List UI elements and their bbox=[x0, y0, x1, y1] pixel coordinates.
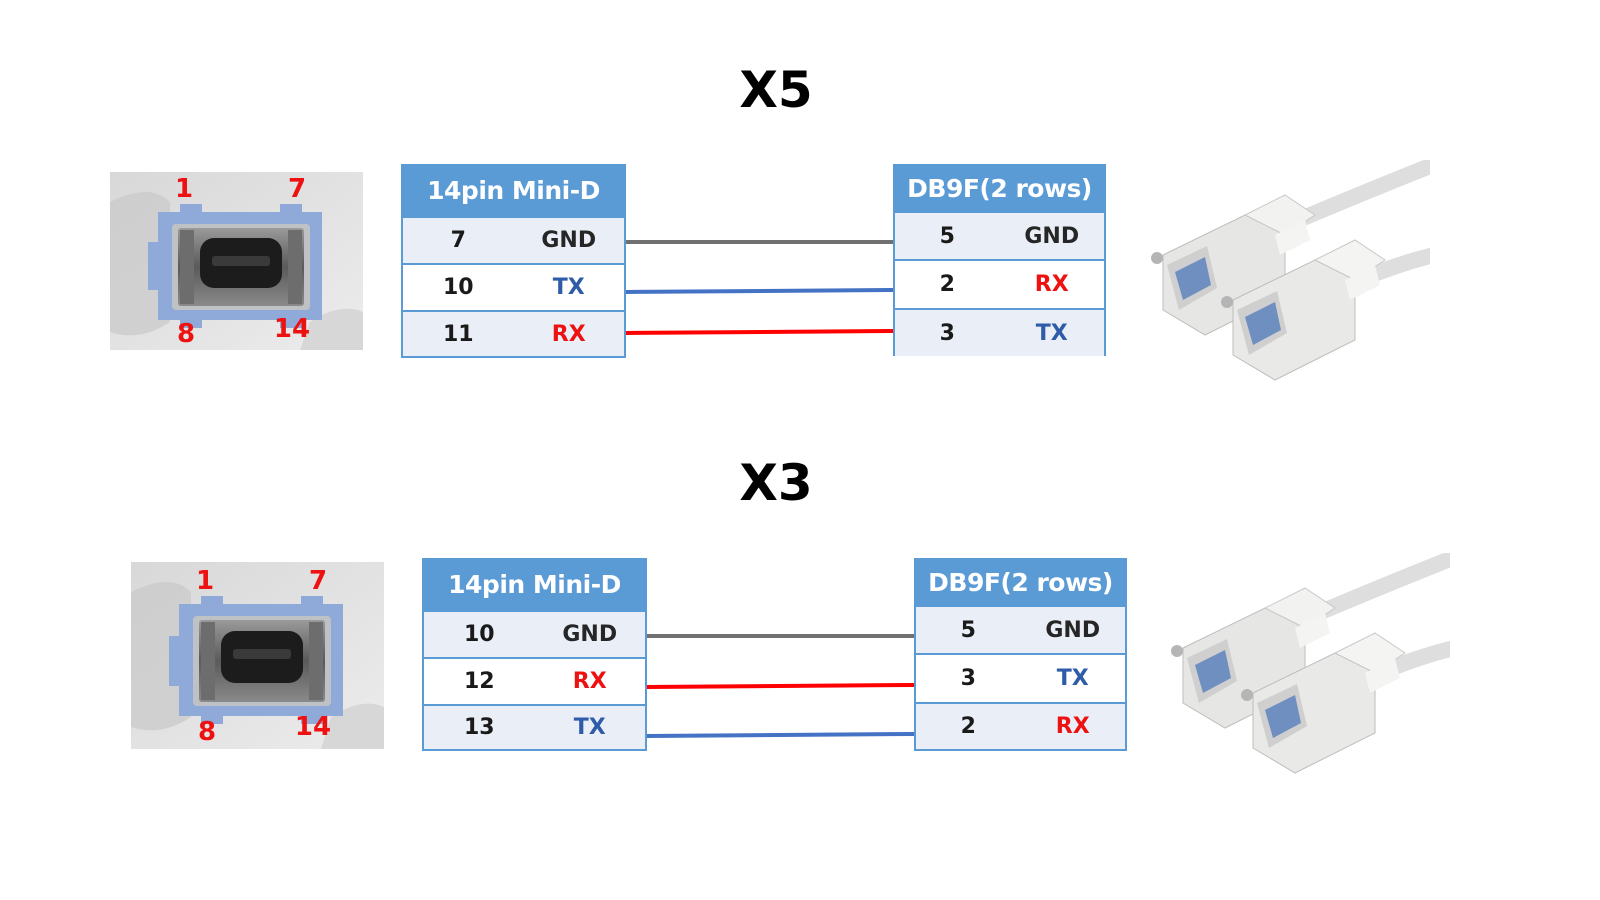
signal-name: RX bbox=[1034, 272, 1069, 297]
pin-number: 13 bbox=[463, 715, 495, 740]
pin-number: 10 bbox=[442, 275, 474, 300]
mini-d-connector-icon: 1 7 8 14 bbox=[131, 562, 384, 749]
signal-name: GND bbox=[541, 228, 597, 253]
pin-number: 5 bbox=[960, 617, 976, 643]
table-row: 2 RX bbox=[895, 259, 1104, 308]
signal-name: TX bbox=[1056, 666, 1089, 691]
signal-name: RX bbox=[551, 321, 586, 347]
table-row: 12 RX bbox=[424, 657, 645, 704]
pin-number: 3 bbox=[939, 320, 955, 346]
table-row: 5 GND bbox=[895, 211, 1104, 259]
table-header: 14pin Mini-D bbox=[424, 560, 645, 610]
pin-number: 2 bbox=[960, 714, 976, 739]
pin-number: 3 bbox=[960, 666, 976, 691]
table-row: 2 RX bbox=[916, 702, 1125, 749]
table-header: DB9F(2 rows) bbox=[895, 166, 1104, 211]
pin-number: 11 bbox=[442, 321, 474, 347]
pin-number: 2 bbox=[939, 272, 955, 297]
signal-name: TX bbox=[1035, 320, 1068, 346]
db9-cable-photo bbox=[1145, 160, 1430, 385]
mini-d-pin-table: 14pin Mini-D 10 GND 12 RX 13 TX bbox=[422, 558, 647, 751]
wire-tx bbox=[625, 288, 894, 294]
pin-number: 5 bbox=[939, 223, 955, 249]
pin-label-14: 14 bbox=[295, 712, 331, 742]
pin-number: 12 bbox=[463, 669, 495, 694]
signal-name: GND bbox=[562, 622, 618, 647]
pin-label-8: 8 bbox=[198, 717, 216, 747]
table-row: 5 GND bbox=[916, 605, 1125, 653]
db9-female-cable-icon bbox=[1151, 160, 1430, 381]
signal-name: GND bbox=[1024, 223, 1080, 249]
signal-name: TX bbox=[573, 715, 606, 740]
pin-label-1: 1 bbox=[175, 174, 193, 204]
signal-name: GND bbox=[1045, 617, 1101, 643]
mini-d-connector-photo: 1 7 8 14 bbox=[131, 562, 384, 749]
pin-label-7: 7 bbox=[309, 566, 327, 596]
table-row: 10 TX bbox=[403, 263, 624, 310]
table-row: 3 TX bbox=[895, 308, 1104, 356]
signal-name: RX bbox=[572, 669, 607, 694]
table-row: 7 GND bbox=[403, 216, 624, 263]
pin-label-8: 8 bbox=[177, 319, 195, 349]
table-row: 3 TX bbox=[916, 653, 1125, 702]
db9f-pin-table: DB9F(2 rows) 5 GND 3 TX 2 RX bbox=[914, 558, 1127, 751]
pin-label-7: 7 bbox=[288, 174, 306, 204]
wire-rx bbox=[646, 683, 915, 689]
pin-label-1: 1 bbox=[196, 566, 214, 596]
mini-d-pin-table: 14pin Mini-D 7 GND 10 TX 11 RX bbox=[401, 164, 626, 358]
db9f-pin-table: DB9F(2 rows) 5 GND 2 RX 3 TX bbox=[893, 164, 1106, 356]
pin-label-14: 14 bbox=[274, 314, 310, 344]
section-title-x3: X3 bbox=[739, 454, 813, 512]
wire-rx bbox=[625, 329, 894, 335]
table-row: 10 GND bbox=[424, 610, 645, 657]
pin-number: 10 bbox=[463, 622, 495, 647]
table-row: 13 TX bbox=[424, 704, 645, 749]
signal-name: TX bbox=[552, 275, 585, 300]
table-row: 11 RX bbox=[403, 310, 624, 356]
mini-d-connector-photo: 1 7 8 14 bbox=[110, 172, 363, 350]
table-header: DB9F(2 rows) bbox=[916, 560, 1125, 605]
wire-tx bbox=[646, 732, 915, 738]
db9-cable-photo bbox=[1165, 553, 1450, 778]
signal-name: RX bbox=[1055, 714, 1090, 739]
pin-number: 7 bbox=[450, 228, 466, 253]
mini-d-connector-icon: 1 7 8 14 bbox=[110, 172, 363, 350]
table-header: 14pin Mini-D bbox=[403, 166, 624, 216]
db9-female-cable-icon bbox=[1171, 553, 1450, 774]
section-title-x5: X5 bbox=[739, 61, 813, 119]
